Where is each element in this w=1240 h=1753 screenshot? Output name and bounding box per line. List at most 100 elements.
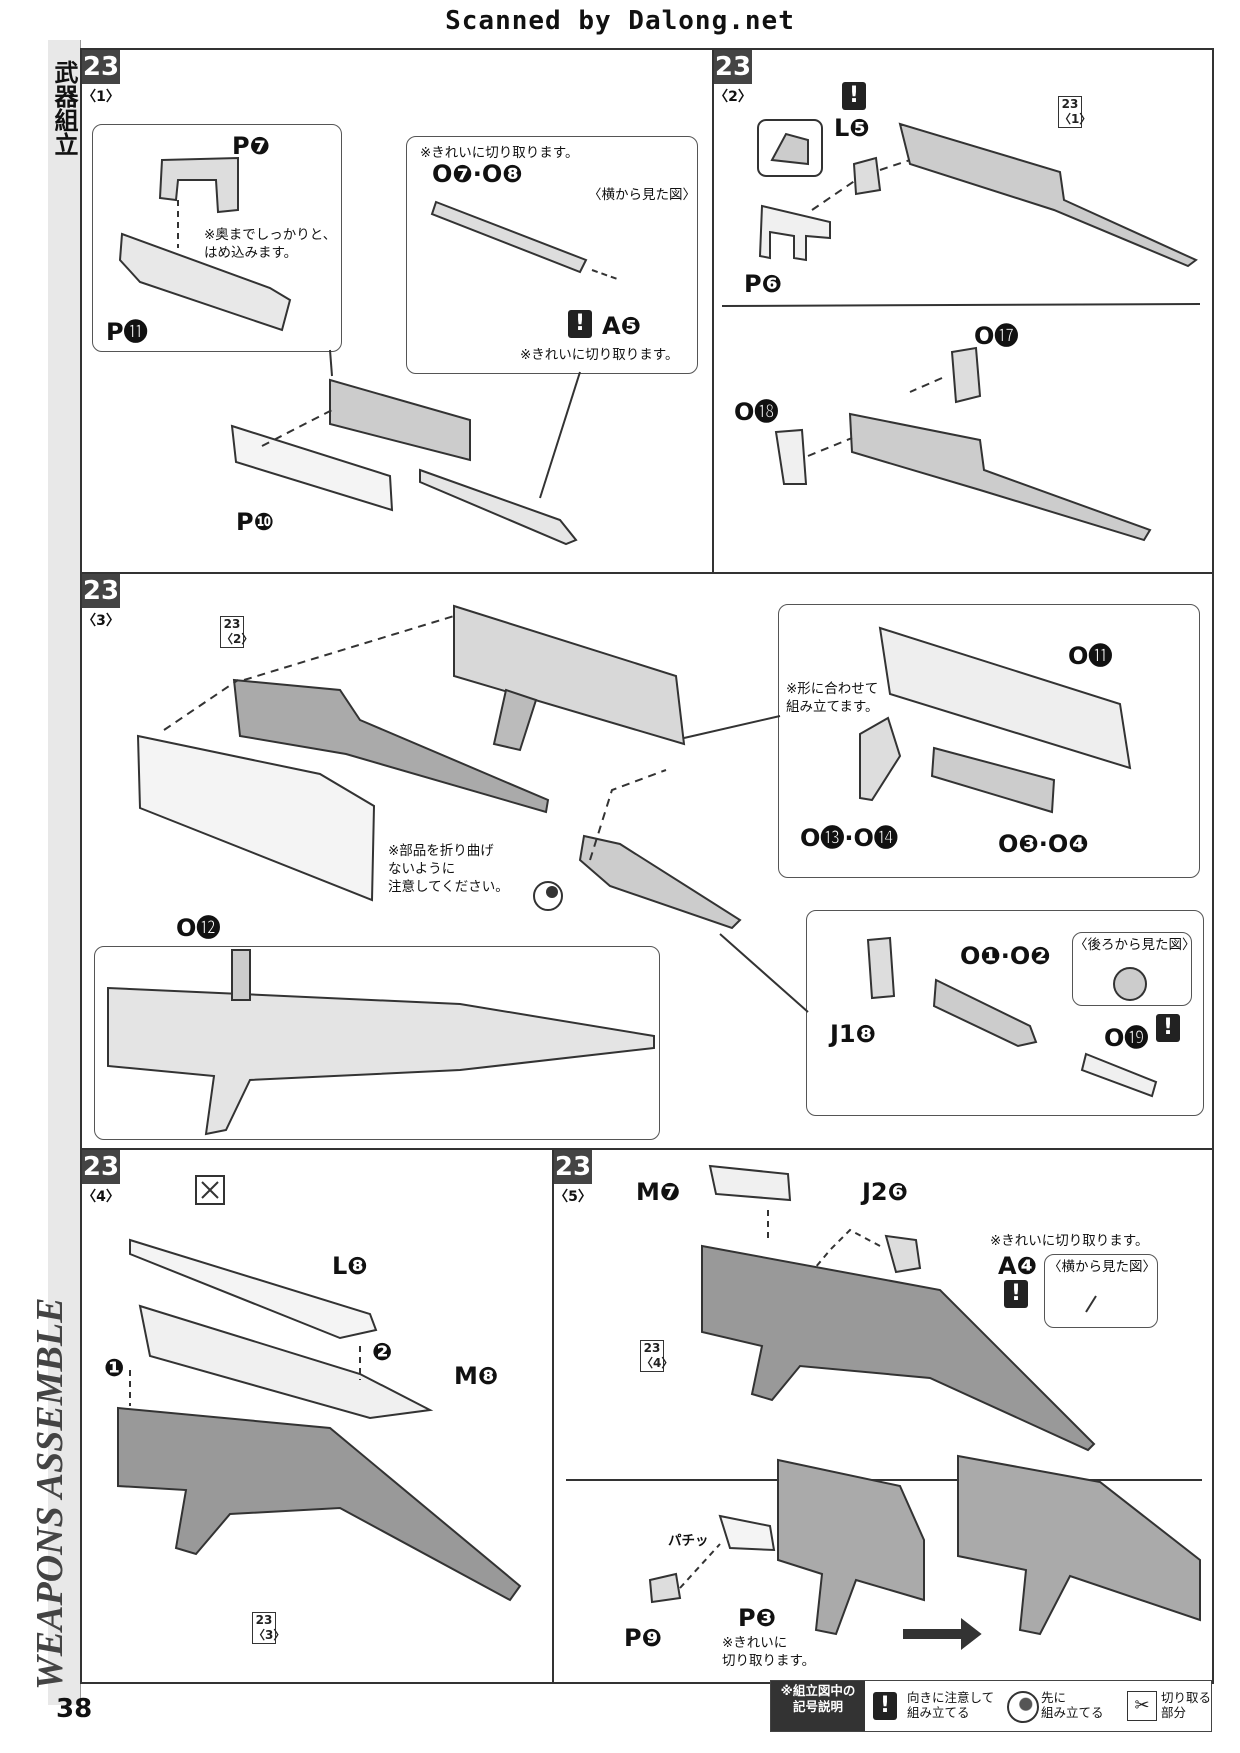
part-label-o13-o14: O⓭·O⓮ [800, 824, 898, 852]
part-m7 [708, 1164, 792, 1202]
part-gun-frame [898, 122, 1198, 268]
note-cut-cleanly: ※きれいに切り取ります。 [420, 145, 579, 161]
part-o18 [774, 428, 808, 485]
part-o17 [950, 346, 982, 404]
part-label-o3-o4: O❸·O❹ [998, 830, 1089, 858]
step-number: 23 [714, 50, 752, 84]
part-label-p3: P❸ [738, 1604, 776, 1632]
callout-line [539, 371, 581, 499]
part-label-p9: P❾ [624, 1624, 662, 1652]
part-barrel [419, 468, 578, 546]
part-o19 [1080, 1052, 1158, 1098]
assembly-guide-line [879, 159, 911, 171]
part-rifle-closeup [777, 1458, 925, 1636]
part-p6 [758, 204, 831, 262]
assemble-first-icon [1007, 1691, 1039, 1723]
part-label-o18: O⓲ [734, 398, 779, 426]
ref-step: 23 [255, 1613, 273, 1627]
step-reference-23-3: 23〈3〉 [252, 1612, 285, 1644]
part-o11 [878, 626, 1132, 770]
order-marker-1: ❶ [104, 1354, 125, 1382]
callout-line [329, 349, 333, 377]
step-sub-number: 〈4〉 [82, 1189, 120, 1205]
assembly-guide-line [807, 437, 853, 457]
part-l8 [129, 1238, 378, 1340]
step-number: 23 [82, 50, 120, 84]
exclamation-icon: ! [568, 310, 592, 338]
callout-line [683, 715, 781, 739]
part-label-j18: J1❽ [830, 1020, 876, 1048]
step-number: 23 [82, 1150, 120, 1184]
part-barrel-tip [578, 834, 742, 930]
part-label-o1-o2: O❶·O❷ [960, 942, 1051, 970]
part-o3-o4 [930, 746, 1056, 814]
side-view-box [1044, 1254, 1158, 1328]
nipper-icon: ✂ [1127, 1691, 1157, 1721]
part-label-p10: P❿ [236, 508, 274, 536]
side-view-part [1085, 1295, 1097, 1313]
note-cut-cleanly-2: ※きれいに 切り取ります。 [722, 1635, 816, 1669]
assembly-guide-line [679, 1543, 721, 1589]
step-sub-number: 〈1〉 [82, 89, 120, 105]
snap-sound-label: パチッ [668, 1533, 709, 1549]
part-label-o11: O⓫ [1068, 642, 1113, 670]
exclamation-icon: ! [1004, 1280, 1028, 1308]
step-sub-number: 〈5〉 [554, 1189, 592, 1205]
part-rifle-body-2 [701, 1244, 1096, 1452]
part-p11 [118, 232, 292, 332]
part-p3 [718, 1514, 776, 1552]
part-label-o19: O⓳ [1104, 1024, 1149, 1052]
ref-step: 23 [643, 1341, 661, 1355]
legend-first-text: 先に 組み立てる [1041, 1690, 1104, 1720]
part-p9 [648, 1572, 682, 1604]
step-number: 23 [554, 1150, 592, 1184]
part-label-a4: A❹ [998, 1252, 1037, 1280]
note-side-view: 〈横から見た図〉 [588, 187, 696, 203]
assemble-first-icon-dot [546, 886, 558, 898]
part-assembled-frame [329, 378, 471, 462]
step-reference-23-2: 23〈2〉 [220, 616, 253, 648]
legend-cut-text: 切り取る 部分 [1161, 1690, 1212, 1720]
page-number: 38 [56, 1694, 93, 1724]
note-cut-cleanly: ※きれいに切り取ります。 [990, 1233, 1149, 1249]
part-gun-frame-2 [848, 412, 1152, 542]
part-rifle-body [117, 1406, 522, 1602]
part-label-l5: L❺ [834, 114, 870, 142]
part-label-a5: A❺ [602, 312, 641, 340]
part-upper-frame [453, 604, 686, 752]
part-label-p7: P❼ [232, 132, 270, 160]
part-j26 [884, 1234, 922, 1274]
assembly-guide-line [243, 615, 455, 681]
l5-detail-box [757, 119, 823, 177]
legend-heading: ※組立図中の 記号説明 [771, 1681, 865, 1731]
completed-rifle [107, 949, 655, 1136]
part-o12 [136, 734, 376, 902]
part-m8 [138, 1304, 434, 1420]
part-label-m7: M❼ [636, 1178, 681, 1206]
ref-sub: 〈4〉 [641, 1356, 674, 1370]
part-o13-o14 [859, 716, 902, 802]
divider-line [721, 303, 1201, 307]
part-label-j26: J2❻ [862, 1178, 908, 1206]
part-gun-body [232, 678, 550, 814]
step-reference-23-4: 23〈4〉 [640, 1340, 673, 1372]
assembly-guide-line [811, 179, 857, 211]
assembly-guide-line [589, 769, 667, 861]
ref-step: 23 [223, 617, 241, 631]
symbol-legend: ※組立図中の 記号説明 ! 向きに注意して 組み立てる 先に 組み立てる ✂ 切… [770, 1680, 1212, 1732]
ref-step: 23 [1061, 97, 1079, 111]
step-number: 23 [82, 574, 120, 608]
part-label-p6: P❻ [744, 270, 782, 298]
exclamation-icon: ! [842, 82, 866, 110]
part-label-m8: M❽ [454, 1362, 499, 1390]
part-label-o7-o8: O❼·O❽ [432, 160, 523, 188]
note-fit-shape: ※形に合わせて 組み立てます。 [786, 681, 879, 715]
part-o1-o2 [932, 978, 1038, 1048]
exclamation-icon: ! [873, 1692, 897, 1720]
part-label-o12: O⓬ [176, 914, 221, 942]
detail-box-o11 [778, 604, 1200, 878]
ref-sub: 〈1〉 [1059, 112, 1092, 126]
note-side-view: 〈横から見た図〉 [1048, 1259, 1156, 1275]
step-sub-number: 〈2〉 [714, 89, 752, 105]
